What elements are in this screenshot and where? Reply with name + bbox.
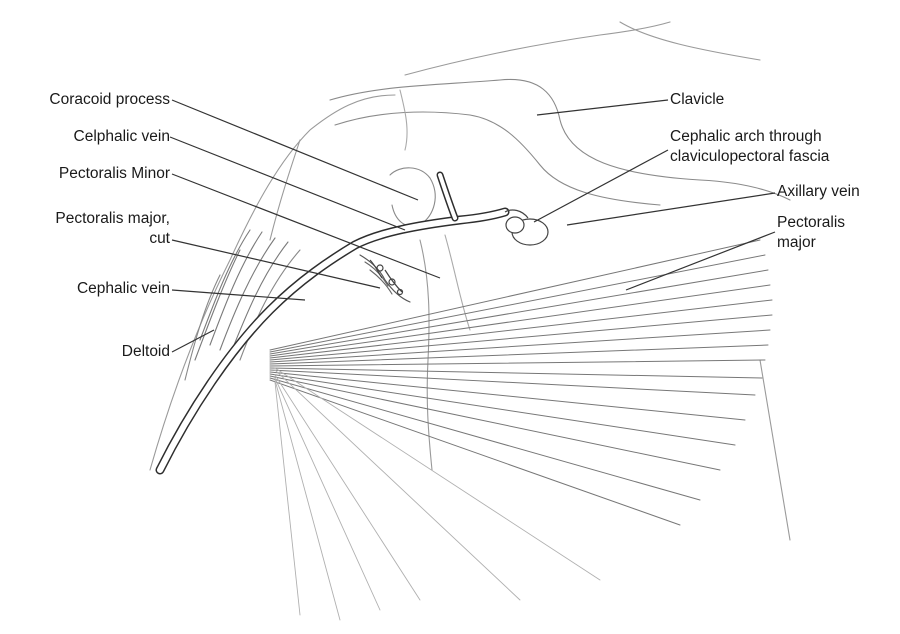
label-clavicle: Clavicle	[670, 91, 725, 108]
leader-coracoid-process	[171, 99, 419, 201]
leader-pectoralis-minor	[171, 173, 441, 279]
coracoid-shape	[389, 167, 436, 227]
neck-outline	[404, 21, 671, 76]
leader-cephalic-vein	[171, 289, 306, 301]
leader-clavicle	[536, 99, 669, 116]
leader-axillary-vein	[566, 192, 776, 226]
leader-celphalic-vein	[169, 136, 406, 231]
leader-pectoralis-major	[625, 231, 776, 291]
label-pectoralis-major: Pectoralis major	[777, 214, 846, 251]
clavicle-shape	[329, 78, 791, 201]
pectoralis-minor-shape	[419, 239, 433, 471]
label-axillary-vein: Axillary vein	[777, 183, 860, 200]
label-cephalic-vein: Cephalic vein	[76, 280, 170, 297]
cephalic-arch-shape	[504, 209, 549, 246]
chest-edge	[759, 359, 791, 541]
leader-cephalic-arch	[533, 149, 669, 223]
leader-pectoralis-major-cut	[171, 239, 381, 289]
label-pectoralis-minor: Pectoralis Minor	[58, 165, 170, 182]
shoulder-outline	[149, 94, 396, 471]
label-cephalic-arch: Cephalic arch through claviculopectoral …	[670, 128, 830, 165]
label-celphalic-vein: Celphalic vein	[73, 128, 171, 145]
label-coracoid-process: Coracoid process	[49, 91, 170, 108]
leader-deltoid	[171, 329, 215, 353]
pectoralis-major-cut-edge	[359, 254, 411, 303]
label-deltoid: Deltoid	[121, 343, 170, 360]
label-pectoralis-major-cut: Pectoralis major, cut	[55, 210, 170, 247]
